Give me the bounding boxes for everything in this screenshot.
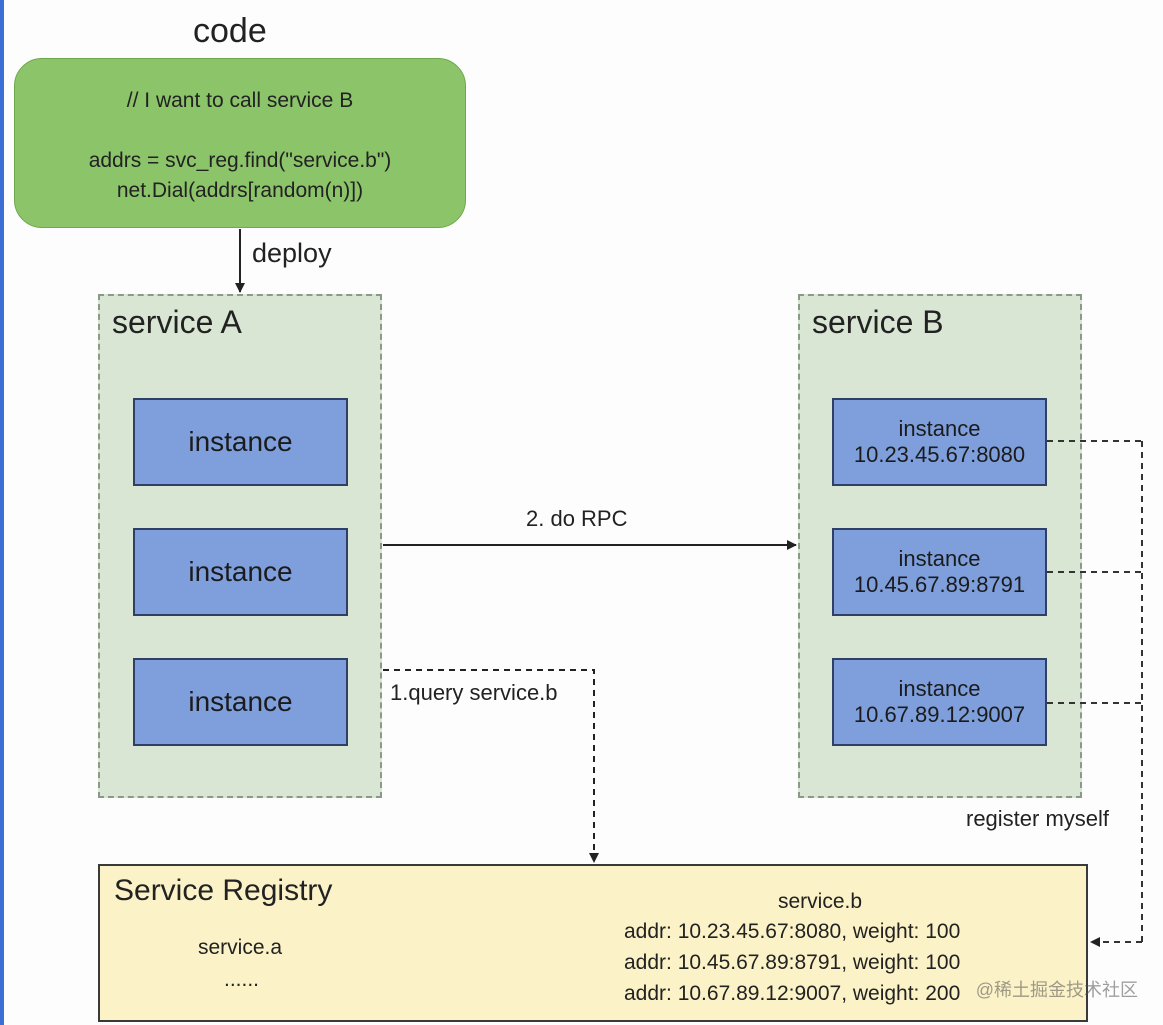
registry-entry: addr: 10.67.89.12:9007, weight: 200: [624, 982, 961, 1005]
registry-service-a: service.a: [198, 936, 283, 959]
service-a-title: service A: [112, 304, 242, 340]
service-a-instance: instance: [133, 658, 348, 746]
instance-label: instance: [898, 675, 981, 701]
code-box: // I want to call service B addrs = svc_…: [14, 58, 466, 228]
instance-label: instance: [188, 686, 293, 718]
register-label: register myself: [966, 806, 1110, 831]
code-line-find: addrs = svc_reg.find("service.b"): [88, 149, 392, 172]
query-arrow: [383, 669, 599, 863]
do-rpc-label: 2. do RPC: [526, 506, 628, 531]
window-edge: [0, 0, 4, 1025]
instance-label: instance: [898, 415, 981, 441]
service-registry-box: Service Registry service.a ...... servic…: [98, 864, 1088, 1022]
code-comment: // I want to call service B: [126, 89, 354, 112]
registry-title: Service Registry: [114, 874, 333, 907]
service-b-instance: instance 10.23.45.67:8080: [832, 398, 1047, 486]
instance-label: instance: [188, 426, 293, 458]
service-a-instance: instance: [133, 528, 348, 616]
instance-label: instance: [898, 545, 981, 571]
service-b-title: service B: [812, 304, 944, 340]
code-title: code: [193, 12, 267, 50]
instance-address: 10.23.45.67:8080: [853, 442, 1026, 467]
service-b-instance: instance 10.67.89.12:9007: [832, 658, 1047, 746]
query-label: 1.query service.b: [390, 680, 558, 705]
registry-service-b: service.b: [778, 890, 863, 913]
code-line-dial: net.Dial(addrs[random(n)]): [116, 179, 364, 202]
deploy-label: deploy: [252, 238, 332, 268]
instance-address: 10.67.89.12:9007: [853, 702, 1026, 727]
instance-address: 10.45.67.89:8791: [853, 572, 1026, 597]
instance-label: instance: [188, 556, 293, 588]
service-a-instance: instance: [133, 398, 348, 486]
registry-entry: addr: 10.23.45.67:8080, weight: 100: [624, 920, 961, 943]
registry-ellipsis: ......: [224, 968, 260, 991]
service-b-instance: instance 10.45.67.89:8791: [832, 528, 1047, 616]
watermark: @稀土掘金技术社区: [975, 980, 1138, 1000]
registry-entry: addr: 10.45.67.89:8791, weight: 100: [624, 951, 961, 974]
